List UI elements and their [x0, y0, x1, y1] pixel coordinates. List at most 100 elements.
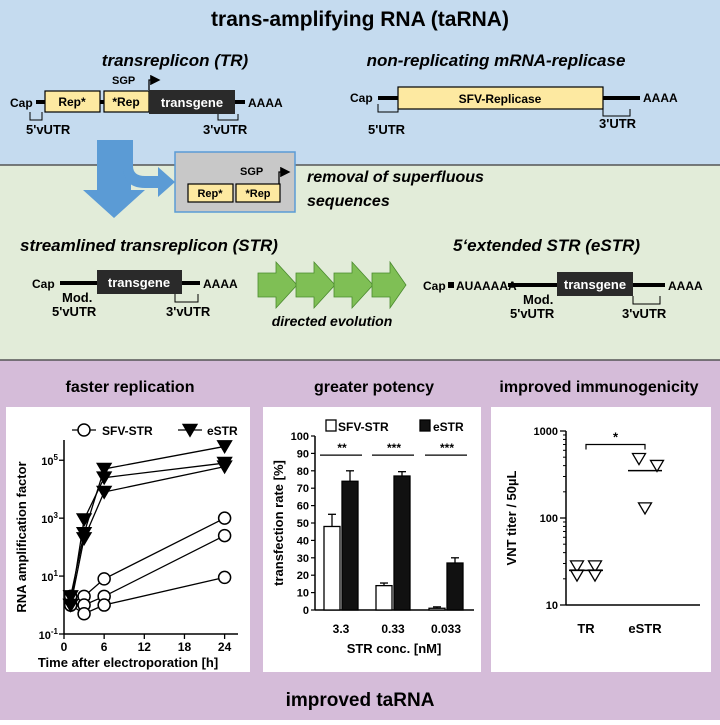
chart2-legend-swatch-sfv — [325, 419, 337, 432]
footer-title: improved taRNA — [286, 690, 435, 711]
chart3-y-label: VNT titer / 50µL — [504, 470, 519, 565]
panel3-title: improved immunogenicity — [499, 379, 698, 396]
removal-line1: removal of superfluous — [307, 169, 484, 186]
estr-utr3: 3'vUTR — [622, 306, 667, 321]
tr-transgene-box — [149, 90, 235, 114]
tr-cap: Cap — [10, 96, 33, 110]
chart1-legend-marker-sfv — [77, 423, 91, 437]
removal-box — [174, 151, 296, 213]
nr-cap: Cap — [350, 91, 373, 105]
chart1-estr-point — [96, 485, 113, 500]
tr-utr3-bracket — [217, 114, 239, 121]
chart1-x-tick-label: 18 — [178, 640, 192, 654]
tr-rep2: *Rep — [112, 95, 139, 109]
chart2-x-tick-label: 3.3 — [333, 622, 350, 636]
chart2-bar-estr — [341, 480, 359, 611]
chart2-sig-label: *** — [387, 441, 401, 455]
tr-rep1-box — [44, 90, 101, 113]
panel2-title: greater potency — [314, 379, 434, 396]
chart1-legend-label-estr: eSTR — [207, 424, 238, 438]
evolution-arrows — [257, 260, 407, 310]
figure-title: trans-amplifying RNA (taRNA) — [211, 8, 509, 31]
nr-gene-box — [397, 86, 604, 110]
chart1-legend-marker-estr — [181, 423, 199, 438]
chart1-x-label: Time after electroporation [h] — [38, 655, 218, 670]
tr-utr3: 3'vUTR — [203, 122, 248, 137]
estr-cap-dot — [448, 282, 454, 288]
chart1-y-label: RNA amplification factor — [14, 461, 29, 612]
chart2-y-tick-label: 80 — [297, 466, 309, 478]
str-title: streamlined transreplicon (STR) — [20, 236, 278, 255]
nr-gene: SFV-Replicase — [459, 92, 542, 106]
removal-line2: sequences — [307, 193, 390, 210]
estr-polyA: AAAA — [668, 279, 703, 293]
chart3-point — [649, 459, 665, 473]
chart3-point — [631, 452, 647, 466]
nr-polyA: AAAA — [643, 91, 678, 105]
estr-cap: Cap — [423, 279, 446, 293]
str-polyA: AAAA — [203, 277, 238, 291]
chart2-x-label: STR conc. [nM] — [347, 641, 442, 656]
chart3-x-tick-label: eSTR — [628, 621, 662, 636]
chart1-bg — [6, 407, 250, 672]
chart1-sfv-point — [217, 570, 232, 585]
str-mod: Mod. — [62, 290, 92, 305]
chart1-estr-point — [96, 462, 113, 477]
chart1-estr-point — [62, 590, 79, 604]
chart3-sig-bracket — [585, 443, 646, 450]
estr-ext: AUAAAAA — [456, 279, 517, 293]
chart1-estr-point — [62, 598, 79, 613]
chart1-sfv-point — [97, 572, 111, 586]
top-section-bg — [0, 0, 720, 165]
chart2-bar-sfv — [323, 525, 341, 611]
chart1-estr-point — [216, 440, 233, 455]
chart2-y-tick-label: 10 — [297, 588, 309, 600]
chart2-y-tick-label: 40 — [297, 535, 309, 547]
str-cap: Cap — [32, 277, 55, 291]
str-utr3: 3'vUTR — [166, 304, 211, 319]
nr-utr3-bracket — [602, 109, 631, 117]
nr-utr5-bracket — [377, 104, 399, 113]
chart1-sfv-point — [77, 607, 91, 621]
removal-rep2-box — [235, 183, 281, 203]
chart2-sig-label: *** — [440, 441, 454, 455]
chart3-point — [637, 502, 653, 516]
chart1-sfv-point — [217, 511, 232, 525]
evolution-label: directed evolution — [272, 313, 393, 329]
chart1-x-tick-label: 12 — [138, 640, 152, 654]
chart2-bar-estr — [393, 475, 411, 611]
chart1-estr-point — [216, 460, 233, 475]
tr-polyA: AAAA — [248, 96, 283, 110]
chart2-sig-label: ** — [337, 441, 347, 455]
chart2-bg — [263, 407, 481, 672]
nr-title: non-replicating mRNA-replicase — [367, 51, 626, 70]
chart1-x-tick-label: 24 — [218, 640, 232, 654]
chart2-bar-estr — [446, 562, 464, 611]
chart2-y-tick-label: 100 — [291, 431, 309, 443]
chart2-y-tick-label: 20 — [297, 570, 309, 582]
removal-sgp: SGP — [240, 166, 263, 178]
chart3-point — [587, 560, 603, 574]
chart1-sfv-line — [70, 576, 225, 615]
chart1-estr-point — [75, 513, 93, 528]
panel1-title: faster replication — [66, 379, 195, 396]
tr-utr5-bracket — [29, 112, 43, 121]
chart2-y-tick-label: 60 — [297, 501, 309, 513]
chart1-sfv-point — [97, 598, 111, 612]
chart1-y-tick-label: 105 — [41, 453, 58, 468]
chart2-x-tick-label: 0.33 — [381, 622, 405, 636]
chart1-estr-line — [70, 466, 225, 606]
chart1-estr-point — [96, 471, 113, 486]
str-utr3-bracket — [174, 294, 199, 303]
chart3-y-tick-label: 1000 — [534, 426, 558, 438]
chart1-y-tick-label: 103 — [41, 511, 58, 526]
chart1-y-tick-label: 101 — [41, 569, 58, 584]
chart2-y-label: transfection rate [%] — [271, 460, 286, 586]
tr-rep1: Rep* — [58, 95, 86, 109]
str-utr5: 5'vUTR — [52, 304, 97, 319]
chart1-estr-point — [75, 532, 93, 546]
estr-transgene: transgene — [564, 277, 626, 292]
